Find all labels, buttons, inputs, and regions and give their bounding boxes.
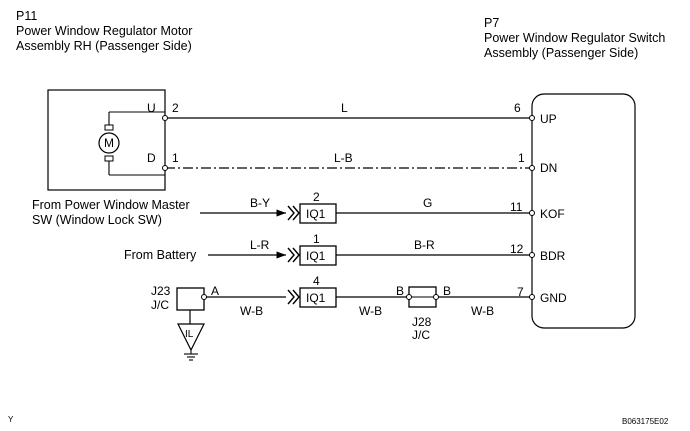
connector-iq1-gnd-name: IQ1 <box>306 291 326 305</box>
motor-assembly-box <box>47 89 166 191</box>
connector-iq1-kof <box>287 203 337 224</box>
j23-sub: J/C <box>151 298 169 312</box>
master-source-line2: SW (Window Lock SW) <box>32 213 162 227</box>
footer-left: Y <box>8 415 14 424</box>
terminal-dn-pin: 1 <box>518 151 525 165</box>
left-component-name-line2: Assembly RH (Passenger Side) <box>16 39 192 53</box>
terminal-up-pin: 6 <box>514 101 521 115</box>
wire-gnd-a-color: W-B <box>240 304 263 318</box>
connector-iq1-bdr-pin: 1 <box>313 232 320 246</box>
master-source-line1: From Power Window Master <box>32 198 190 212</box>
left-component-id: P11 <box>16 9 38 23</box>
connector-iq1-kof-name: IQ1 <box>306 207 326 221</box>
terminal-dn-label: DN <box>540 161 557 175</box>
j28-sub: J/C <box>412 328 430 342</box>
j28-name: J28 <box>412 315 432 329</box>
j28-pin-left: B <box>396 284 404 298</box>
wire-kof-in-color: B-Y <box>250 196 270 210</box>
connector-iq1-bdr-name: IQ1 <box>306 249 326 263</box>
right-component-id: P7 <box>484 16 500 30</box>
terminal-d-label: D <box>147 151 156 165</box>
j23-pin: A <box>211 284 219 298</box>
wire-gnd-c-color: W-B <box>471 304 494 318</box>
terminal-up-label: UP <box>540 112 557 126</box>
ground-il-label: IL <box>185 329 194 340</box>
j28-pin-right: B <box>443 284 451 298</box>
right-component-name-line2: Assembly (Passenger Side) <box>484 46 639 60</box>
wire-kof-out-color: G <box>423 196 432 210</box>
motor-symbol-label: M <box>104 136 114 150</box>
connector-iq1-gnd-pin: 4 <box>313 274 320 288</box>
connector-iq1-kof-pin: 2 <box>313 190 320 204</box>
wire-up-color: L <box>341 101 348 115</box>
left-component-name-line1: Power Window Regulator Motor <box>16 24 193 38</box>
terminal-d-pin: 1 <box>172 151 179 165</box>
wire-dn-color: L-B <box>334 151 353 165</box>
wire-bdr-in-color: L-R <box>250 238 270 252</box>
wire-gnd-b-color: W-B <box>359 304 382 318</box>
right-component-name-line1: Power Window Regulator Switch <box>484 31 666 45</box>
terminal-bdr-pin: 12 <box>510 242 524 256</box>
terminal-u-label: U <box>147 101 156 115</box>
motor-symbol <box>98 111 165 176</box>
j23-name: J23 <box>151 284 171 298</box>
battery-source-label: From Battery <box>124 248 197 262</box>
terminal-gnd-pin: 7 <box>517 285 524 299</box>
terminal-kof-pin: 11 <box>510 200 523 214</box>
footer-code: B063175E02 <box>622 417 669 426</box>
terminal-kof-label: KOF <box>540 207 565 221</box>
wire-bdr-out-color: B-R <box>414 238 435 252</box>
terminal-u-pin: 2 <box>172 101 179 115</box>
terminal-gnd-label: GND <box>540 291 567 305</box>
junction-j28 <box>406 286 439 308</box>
terminal-bdr-label: BDR <box>540 249 566 263</box>
junction-j23 <box>176 287 205 361</box>
